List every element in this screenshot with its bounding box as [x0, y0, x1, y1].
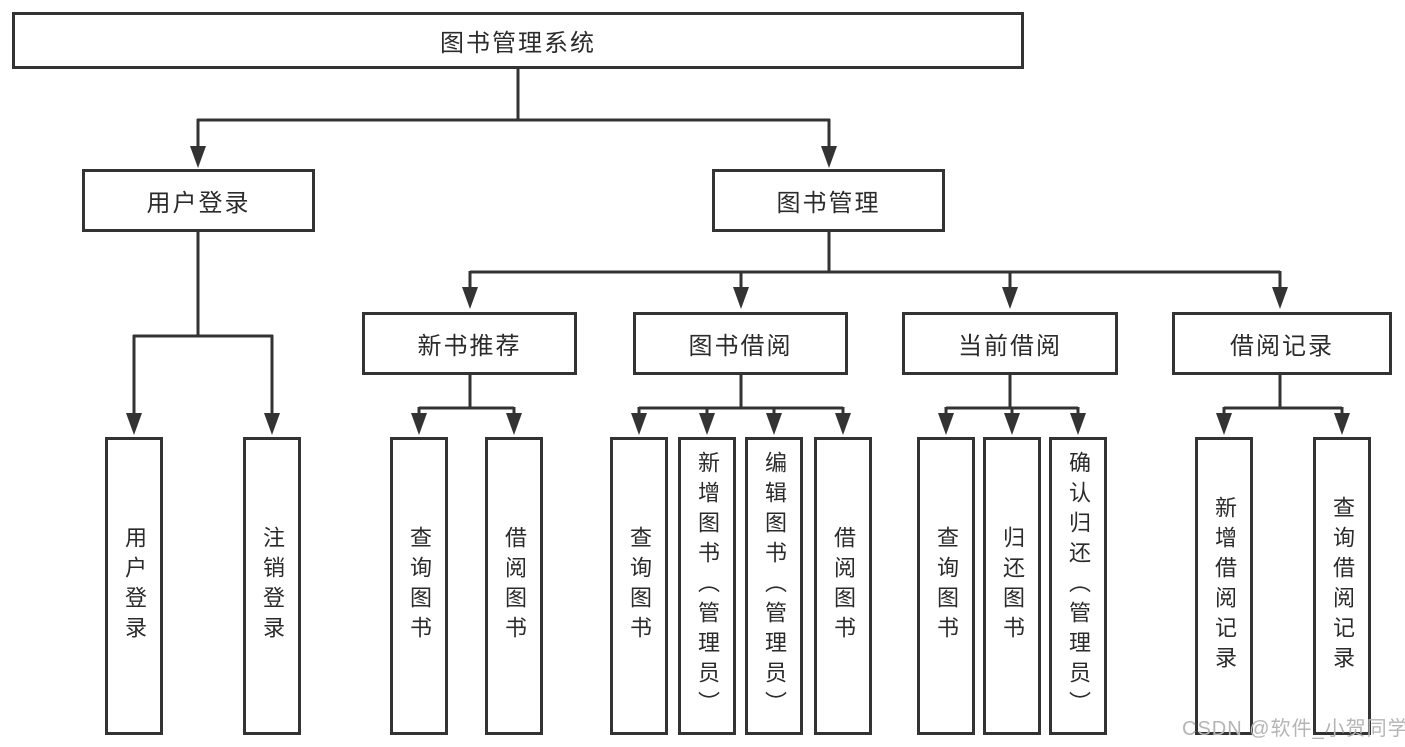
arrowhead — [1216, 413, 1232, 435]
leaf-query-book-1-label: 查询图书 — [407, 526, 432, 646]
arrowhead — [1272, 287, 1288, 309]
node-borrow-records-label: 借阅记录 — [1230, 333, 1334, 360]
arrowhead — [733, 287, 749, 309]
node-root-label: 图书管理系统 — [440, 30, 596, 57]
arrowhead — [462, 287, 478, 309]
arrowhead — [821, 146, 837, 168]
leaf-add-borrow-record: 新增借阅记录 — [1195, 437, 1253, 735]
leaf-confirm-return-admin: 确认归还（管理员） — [1049, 437, 1107, 735]
leaf-query-book-2-label: 查询图书 — [627, 526, 652, 646]
leaf-user-login-label: 用户登录 — [122, 526, 147, 646]
connector-current-to-leaves — [938, 375, 1086, 435]
connector-userlogin-to-leaves — [126, 232, 280, 435]
arrowhead — [411, 413, 427, 435]
node-book-management: 图书管理 — [712, 169, 945, 232]
node-borrow-records: 借阅记录 — [1172, 312, 1392, 375]
arrowhead — [835, 413, 851, 435]
arrowhead — [1002, 287, 1018, 309]
connector-bookmgmt-to-sections — [462, 232, 1288, 309]
arrowhead — [766, 413, 782, 435]
leaf-borrow-book-2: 借阅图书 — [814, 437, 872, 735]
arrowhead — [631, 413, 647, 435]
arrowhead — [938, 413, 954, 435]
node-book-management-label: 图书管理 — [776, 190, 881, 217]
arrowhead — [1070, 413, 1086, 435]
arrowhead — [190, 146, 206, 168]
node-book-borrow-label: 图书借阅 — [688, 333, 793, 360]
leaf-query-book-2: 查询图书 — [610, 437, 668, 735]
arrowhead — [1004, 413, 1020, 435]
leaf-query-book-3-label: 查询图书 — [934, 526, 959, 646]
arrowhead — [126, 413, 142, 435]
node-new-book-recommend: 新书推荐 — [362, 312, 577, 375]
leaf-logout-label: 注销登录 — [260, 526, 285, 646]
node-new-book-recommend-label: 新书推荐 — [417, 333, 522, 360]
leaf-confirm-return-admin-label: 确认归还（管理员） — [1066, 451, 1091, 721]
connector-root-to-level2 — [190, 69, 837, 168]
node-book-borrow: 图书借阅 — [633, 312, 848, 375]
connector-newbook-to-leaves — [411, 375, 522, 435]
arrowhead — [699, 413, 715, 435]
arrowhead — [1334, 413, 1350, 435]
node-current-borrow: 当前借阅 — [902, 312, 1118, 375]
node-user-login-label: 用户登录 — [146, 190, 251, 217]
arrowhead — [506, 413, 522, 435]
leaf-borrow-book-1-label: 借阅图书 — [502, 526, 527, 646]
node-user-login: 用户登录 — [82, 169, 315, 232]
node-root: 图书管理系统 — [12, 12, 1024, 69]
leaf-logout: 注销登录 — [243, 437, 301, 735]
leaf-edit-book-admin: 编辑图书（管理员） — [745, 437, 803, 735]
node-current-borrow-label: 当前借阅 — [958, 333, 1062, 360]
leaf-return-book-label: 归还图书 — [1000, 526, 1025, 646]
leaf-query-borrow-record: 查询借阅记录 — [1313, 437, 1371, 735]
leaf-edit-book-admin-label: 编辑图书（管理员） — [762, 451, 787, 721]
leaf-return-book: 归还图书 — [983, 437, 1041, 735]
leaf-add-borrow-record-label: 新增借阅记录 — [1212, 496, 1237, 676]
arrowhead — [264, 413, 280, 435]
leaf-borrow-book-2-label: 借阅图书 — [831, 526, 856, 646]
leaf-user-login: 用户登录 — [105, 437, 163, 735]
leaf-borrow-book-1: 借阅图书 — [485, 437, 543, 735]
watermark: CSDN @软件_小贺同学 — [1182, 718, 1405, 740]
connector-borrow-to-leaves — [631, 375, 851, 435]
leaf-query-book-1: 查询图书 — [390, 437, 448, 735]
leaf-query-borrow-record-label: 查询借阅记录 — [1330, 496, 1355, 676]
leaf-add-book-admin: 新增图书（管理员） — [678, 437, 736, 735]
connector-records-to-leaves — [1216, 375, 1350, 435]
leaf-add-book-admin-label: 新增图书（管理员） — [695, 451, 720, 721]
leaf-query-book-3: 查询图书 — [917, 437, 975, 735]
